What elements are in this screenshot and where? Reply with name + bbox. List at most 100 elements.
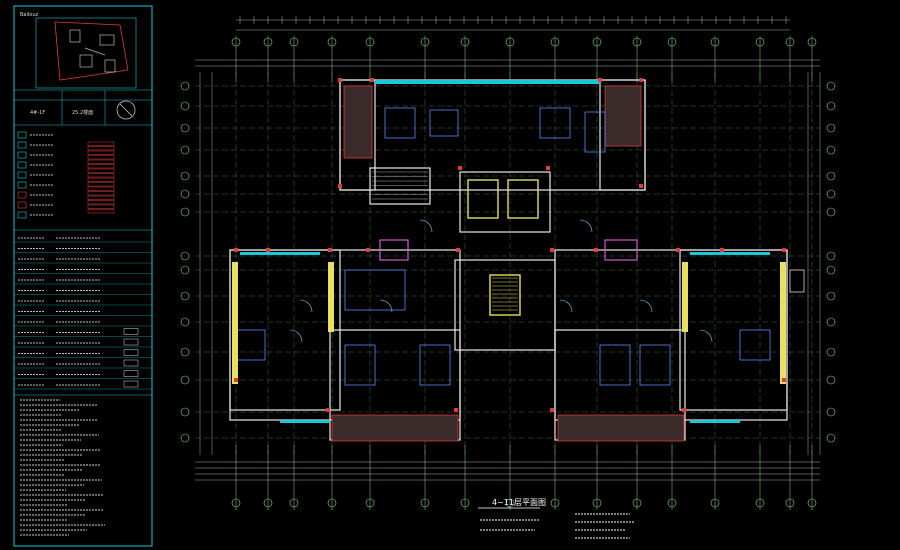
fixture	[539, 107, 571, 139]
legend-swatch	[17, 181, 27, 189]
grid-bubble-bottom	[710, 498, 720, 508]
grid-bubble-left	[180, 375, 190, 385]
grid-bubble-top	[710, 37, 720, 47]
column	[234, 378, 238, 382]
floor-stack-level	[87, 164, 115, 169]
grid-bubble-bottom	[420, 498, 430, 508]
door-swing	[559, 299, 573, 313]
grid-bubble-right	[826, 81, 836, 91]
grid-bubble-right	[826, 101, 836, 111]
fixture	[639, 344, 671, 386]
column	[266, 248, 270, 252]
floor-plan	[229, 78, 805, 442]
floor-stack-level	[87, 195, 115, 200]
grid-bubble-left	[180, 251, 190, 261]
north-arrow-icon	[116, 100, 136, 120]
grid-bubble-left	[180, 145, 190, 155]
title-block-panel: Bailouz 4#-1F 25.2楼面	[13, 5, 153, 547]
grid-bubble-top	[231, 37, 241, 47]
column	[550, 248, 554, 252]
grid-bubble-left	[180, 291, 190, 301]
plan-title: 4~11层平面图	[492, 498, 546, 507]
floor-stack-level	[87, 155, 115, 160]
grid-bubble-top	[263, 37, 273, 47]
grid-bubble-top	[420, 37, 430, 47]
grid-bubble-top	[755, 37, 765, 47]
grid-bubble-right	[826, 317, 836, 327]
grid-bubble-bottom	[667, 498, 677, 508]
upper-left-wing	[339, 79, 376, 191]
grid-bubble-left	[180, 101, 190, 111]
grid-bubble-top	[550, 37, 560, 47]
legend-swatch	[17, 191, 27, 199]
balcony-slab	[604, 85, 642, 147]
floor-stack-level	[87, 173, 115, 178]
window-band	[375, 80, 600, 84]
column	[720, 248, 724, 252]
legend-swatch	[17, 131, 27, 139]
general-notes	[20, 399, 105, 536]
grid-bubble-right	[826, 123, 836, 133]
door-swing	[289, 329, 303, 343]
grid-bubble-bottom	[807, 498, 817, 508]
legend-swatch	[17, 161, 27, 169]
column	[676, 248, 680, 252]
fixture	[344, 269, 406, 311]
grid-bubble-left	[180, 317, 190, 327]
grid-bubble-bottom	[550, 498, 560, 508]
grid-bubble-bottom	[592, 498, 602, 508]
spec-row-swatch	[123, 359, 139, 367]
spec-row-swatch	[123, 328, 139, 335]
grid-bubble-left	[180, 407, 190, 417]
stair-wall	[369, 167, 431, 205]
column	[326, 408, 330, 412]
spec-row-swatch	[123, 370, 139, 377]
spec-row-swatch	[123, 338, 139, 346]
grid-bubble-bottom	[263, 498, 273, 508]
fixture	[384, 107, 416, 139]
fixture	[344, 344, 376, 386]
grid-bubble-left	[180, 433, 190, 443]
column	[366, 248, 370, 252]
grid-bubble-left	[180, 265, 190, 275]
grid-bubble-left	[180, 207, 190, 217]
grid-bubble-bottom	[460, 498, 470, 508]
grid-bubble-bottom	[785, 498, 795, 508]
grid-bubble-top	[785, 37, 795, 47]
door-swing	[299, 299, 313, 313]
column	[338, 78, 342, 82]
floor-stack-level	[87, 146, 115, 151]
axis-grid	[180, 16, 836, 510]
grid-bubble-bottom	[505, 498, 515, 508]
exterior-wall-highlight	[780, 262, 786, 384]
grid-bubble-top	[632, 37, 642, 47]
legend-swatch	[17, 171, 27, 179]
grid-bubble-left	[180, 347, 190, 357]
grid-bubble-bottom	[289, 498, 299, 508]
floor-stack-level	[87, 141, 115, 146]
column	[454, 408, 458, 412]
exterior-wall-highlight	[232, 262, 238, 384]
fixture	[739, 329, 771, 361]
balcony-slab	[343, 85, 373, 159]
grid-bubble-right	[826, 251, 836, 261]
grid-bubble-left	[180, 81, 190, 91]
fixture	[429, 109, 459, 137]
grid-bubble-right	[826, 145, 836, 155]
spec-row-swatch	[123, 380, 139, 388]
spec-row-swatch	[123, 349, 139, 356]
elevator-outline	[467, 179, 499, 219]
balcony-slab	[557, 414, 685, 442]
grid-bubble-bottom	[231, 498, 241, 508]
area-label-2: 25.2楼面	[72, 109, 93, 116]
column	[682, 408, 686, 412]
fixture	[419, 344, 451, 386]
floor-stack-level	[87, 150, 115, 155]
footer-notes	[480, 513, 635, 539]
window-band	[240, 252, 320, 255]
grid-bubble-bottom	[327, 498, 337, 508]
grid-bubble-left	[180, 189, 190, 199]
grid-bubble-right	[826, 207, 836, 217]
